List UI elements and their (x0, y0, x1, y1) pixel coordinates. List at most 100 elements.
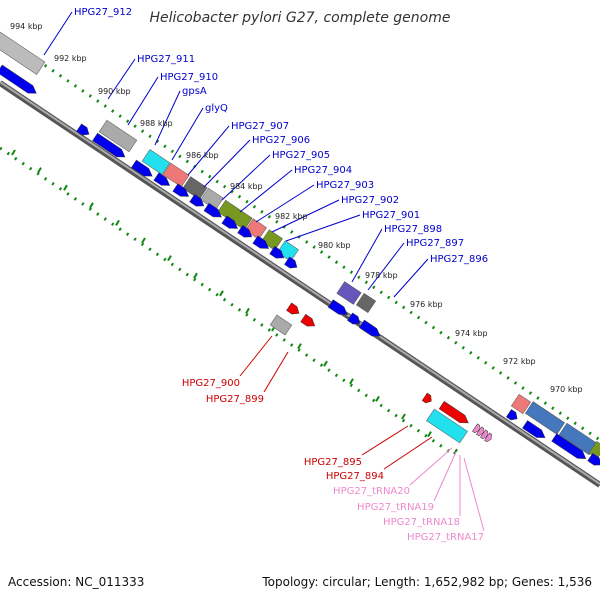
inner-major-tick (141, 237, 146, 244)
forward-gene-label: HPG27_903 (316, 180, 374, 191)
inner-major-tick (297, 343, 302, 350)
kbp-tick-label: 982 kbp (275, 212, 308, 221)
cog-bar-light-grey (269, 314, 293, 336)
cog-bar-cyan (277, 240, 299, 262)
inner-major-tick (349, 378, 354, 385)
cog-bar-light-grey (98, 119, 138, 153)
cog-bar-cyan (141, 149, 171, 175)
cog-bar-cyan (426, 408, 468, 444)
reverse-gene-label: HPG27_899 (206, 394, 264, 405)
forward-gene-label: HPG27_907 (231, 121, 289, 132)
outer-tick-ring (0, 33, 600, 442)
forward-gene-leader (203, 139, 251, 188)
forward-gene-leader (107, 58, 136, 100)
reverse-gene-arrow (286, 302, 300, 315)
forward-gene-arrow (269, 246, 285, 259)
inner-major-tick (323, 360, 328, 367)
forward-gene-label: gpsA (182, 86, 207, 97)
trna-gene-leader (463, 457, 485, 532)
genome-summary-text: Topology: circular; Length: 1,652,982 bp… (261, 575, 592, 589)
forward-gene-label: HPG27_905 (272, 150, 330, 161)
cog-bar-dark-grey (182, 176, 208, 200)
kbp-tick-label: 974 kbp (455, 329, 488, 338)
reverse-gene-leader (361, 425, 409, 456)
reverse-gene-label: HPG27_900 (182, 378, 240, 389)
forward-gene-label: HPG27_896 (430, 254, 488, 265)
inner-major-tick (89, 202, 94, 209)
inner-major-tick (401, 413, 406, 420)
inner-major-tick (193, 272, 198, 279)
forward-gene-label: HPG27_912 (74, 7, 132, 18)
reverse-gene-arrow (438, 401, 469, 424)
forward-gene-label: HPG27_904 (294, 165, 352, 176)
forward-gene-arrow (189, 194, 205, 207)
forward-gene-leader (285, 214, 361, 242)
forward-gene-arrow (505, 409, 518, 421)
inner-major-tick (63, 184, 68, 191)
trna-gene-label: HPG27_tRNA20 (333, 486, 410, 497)
forward-gene-arrow (153, 172, 171, 186)
forward-gene-leader (154, 90, 181, 146)
forward-gene-leader (171, 107, 204, 161)
forward-gene-leader (43, 11, 73, 56)
forward-gene-label: HPG27_911 (137, 54, 195, 65)
trna-gene-label: HPG27_tRNA17 (407, 532, 484, 543)
cog-bar-olive (261, 229, 283, 251)
forward-gene-arrow (327, 299, 348, 315)
forward-gene-arrow (172, 183, 190, 197)
kbp-tick-label: 994 kbp (10, 22, 43, 31)
forward-gene-label: glyQ (205, 103, 228, 114)
inner-major-tick (37, 167, 42, 174)
forward-gene-arrow (252, 235, 270, 249)
cog-bar-salmon (510, 393, 532, 415)
forward-gene-arrow (284, 256, 298, 269)
forward-gene-arrow (92, 132, 126, 158)
forward-gene-leader (271, 199, 340, 233)
forward-gene-leader (351, 228, 383, 283)
reverse-gene-label: HPG27_894 (326, 471, 384, 482)
forward-gene-leader (255, 184, 315, 223)
inner-tick-ring (0, 146, 451, 454)
forward-gene-leader (221, 154, 271, 201)
forward-gene-leader (187, 125, 230, 176)
inner-major-tick (245, 307, 250, 314)
forward-gene-arrow (587, 453, 600, 466)
forward-gene-leader (393, 258, 429, 298)
forward-gene-arrow (359, 319, 381, 337)
forward-gene-arrow (0, 64, 37, 94)
reverse-gene-label: HPG27_895 (304, 457, 362, 468)
forward-gene-arrow (203, 202, 222, 218)
inner-major-tick (375, 395, 380, 402)
forward-gene-arrow (76, 123, 90, 136)
forward-gene-label: HPG27_898 (384, 224, 442, 235)
kbp-tick-label: 976 kbp (410, 300, 443, 309)
kbp-tick-label: 986 kbp (186, 151, 219, 160)
inner-major-tick (11, 149, 16, 156)
trna-gene-arrow (484, 432, 492, 443)
trna-gene-label: HPG27_tRNA18 (383, 517, 460, 528)
kbp-tick-label: 988 kbp (140, 119, 173, 128)
forward-gene-arrow (221, 215, 239, 229)
kbp-tick-label: 990 kbp (98, 87, 131, 96)
forward-gene-label: HPG27_906 (252, 135, 310, 146)
reverse-gene-arrow (300, 314, 316, 327)
forward-gene-arrow (551, 433, 587, 459)
trna-gene-arrow (472, 423, 480, 434)
forward-gene-leader (239, 169, 293, 213)
reverse-gene-leader (239, 335, 273, 377)
inner-major-tick (115, 219, 120, 226)
trna-gene-leader (433, 451, 457, 502)
kbp-tick-label: 970 kbp (550, 385, 583, 394)
cog-bar-dark-grey (355, 292, 377, 314)
cog-bar-grey (0, 31, 46, 75)
forward-gene-arrow (522, 420, 546, 438)
forward-gene-label: HPG27_901 (362, 210, 420, 221)
reverse-gene-arrow (421, 392, 432, 404)
cog-bar-steel-blue (524, 401, 566, 435)
trna-gene-arrow (476, 426, 484, 437)
reverse-gene-leader (263, 351, 289, 393)
accession-text: Accession: NC_011333 (8, 575, 144, 589)
inner-major-tick (427, 431, 432, 438)
